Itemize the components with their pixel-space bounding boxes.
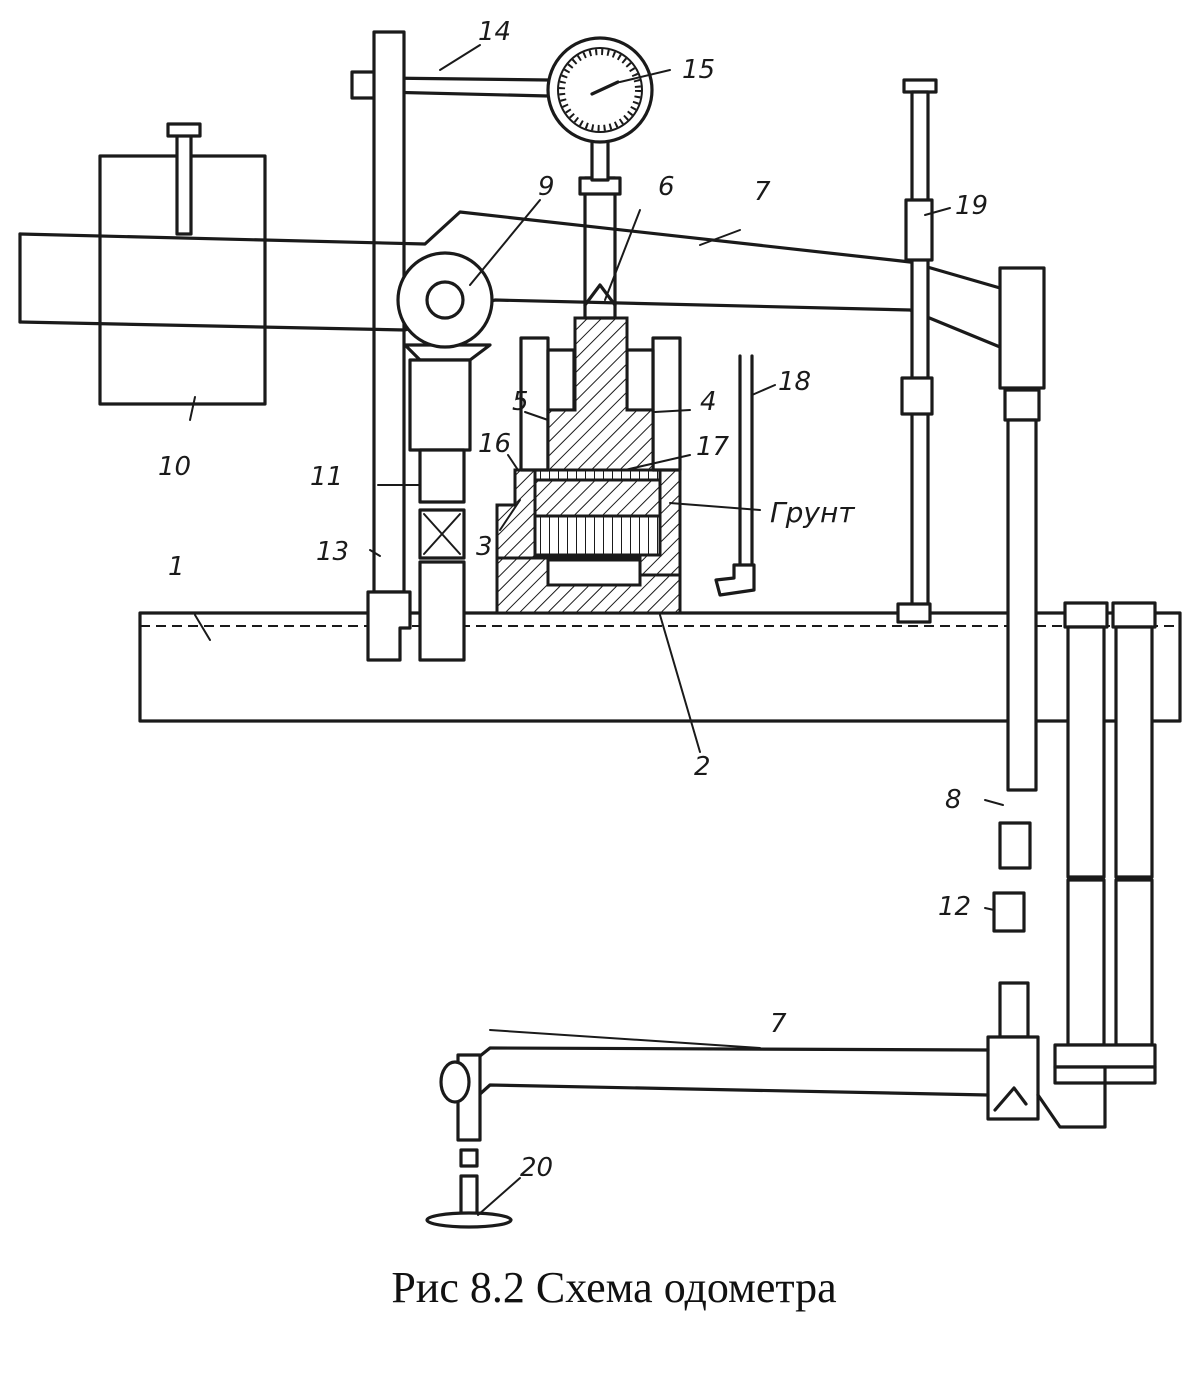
label-3: 3 <box>476 532 493 562</box>
leader-lines <box>189 44 1004 1216</box>
label-17: 17 <box>696 432 730 462</box>
fulcrum-roller <box>396 251 494 452</box>
label-19: 19 <box>955 191 988 221</box>
lower-lever <box>458 1035 1107 1129</box>
drain-tube <box>714 354 756 597</box>
label-12: 12 <box>938 892 971 922</box>
piston <box>546 176 655 472</box>
label-11: 11 <box>310 462 343 492</box>
label-9: 9 <box>538 172 555 202</box>
hanger-rod <box>992 266 1046 1039</box>
load-hanger <box>425 1053 513 1229</box>
label-18: 18 <box>778 367 811 397</box>
label-5: 5 <box>512 387 529 417</box>
label-4: 4 <box>700 387 717 417</box>
column <box>366 30 412 662</box>
label-20: 20 <box>520 1153 553 1183</box>
label-6: 6 <box>658 172 675 202</box>
stop-rod <box>896 78 938 624</box>
weight-rods <box>1053 601 1157 1085</box>
soil-ring <box>495 458 682 587</box>
part-labels: 1 2 3 4 5 6 7 7 8 9 10 11 12 13 14 15 16… <box>158 17 988 1183</box>
label-14: 14 <box>478 17 511 47</box>
dial-gauge <box>546 36 654 182</box>
label-8: 8 <box>945 785 962 815</box>
label-7-upper: 7 <box>754 177 771 207</box>
counterweight <box>98 122 267 406</box>
guide-frame <box>519 336 682 472</box>
label-2: 2 <box>694 752 711 782</box>
label-10: 10 <box>158 452 191 482</box>
screw-support <box>418 448 466 662</box>
label-7-lower: 7 <box>770 1009 787 1039</box>
label-15: 15 <box>682 55 715 85</box>
figure-caption: Рис 8.2 Схема одометра <box>391 1263 837 1312</box>
label-1: 1 <box>168 552 185 582</box>
label-13: 13 <box>316 537 349 567</box>
label-16: 16 <box>478 429 511 459</box>
soil-label: Грунт <box>770 496 855 529</box>
